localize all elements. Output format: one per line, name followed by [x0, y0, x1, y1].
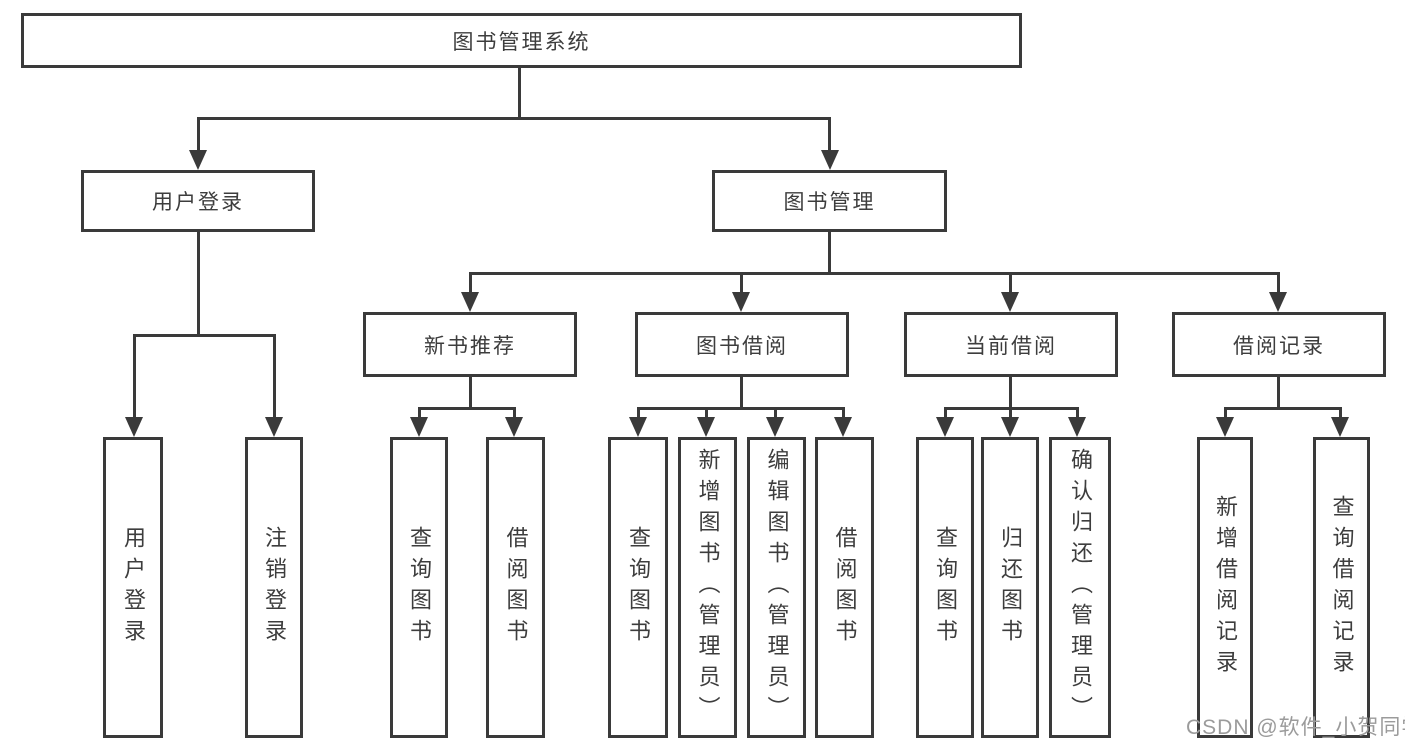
connector-group2-bar	[637, 407, 845, 410]
arrowhead-login-leaf	[125, 417, 143, 437]
connector-drop-login-leaf	[133, 334, 136, 420]
leaf-user-login-label: 用户登录	[121, 525, 146, 650]
leaf-current-query-books-label: 查询图书	[933, 525, 958, 650]
connector-group2-drop2	[705, 407, 708, 421]
connector-drop-current-borrow	[1009, 272, 1012, 294]
node-borrowing-records-label: 借阅记录	[1233, 334, 1325, 358]
connector-drop-book-borrow	[740, 272, 743, 294]
connector-drop-user-login	[197, 117, 200, 153]
arrowhead-group1-leaf1	[410, 417, 428, 437]
node-current-borrowing: 当前借阅	[904, 312, 1118, 377]
leaf-user-login: 用户登录	[103, 437, 163, 738]
leaf-records-add-record-label: 新增借阅记录	[1213, 494, 1238, 681]
leaf-records-query-record: 查询借阅记录	[1313, 437, 1370, 738]
csdn-watermark: CSDN @软件_小贺同学	[1186, 716, 1405, 739]
connector-book-mgmt-stub	[828, 232, 831, 275]
connector-group2-drop3	[774, 407, 777, 421]
connector-group1-drop2	[513, 407, 516, 421]
node-user-login: 用户登录	[81, 170, 315, 232]
leaf-newrec-borrow-books-label: 借阅图书	[503, 525, 529, 650]
arrowhead-group2-leaf1	[629, 417, 647, 437]
arrowhead-group4-leaf1	[1216, 417, 1234, 437]
connector-drop-borrow-records	[1277, 272, 1280, 294]
connector-group3-drop2	[1009, 407, 1012, 421]
connector-group4-stub	[1277, 377, 1280, 409]
connector-group4-bar	[1224, 407, 1342, 410]
arrowhead-book-borrow	[732, 292, 750, 312]
connector-level1	[197, 117, 831, 120]
leaf-current-query-books: 查询图书	[916, 437, 974, 738]
connector-group2-drop1	[637, 407, 640, 421]
connector-group2-stub	[740, 377, 743, 409]
arrowhead-logout-leaf	[265, 417, 283, 437]
node-book-management: 图书管理	[712, 170, 947, 232]
leaf-newrec-query-books-label: 查询图书	[407, 525, 432, 650]
node-root-label: 图书管理系统	[452, 30, 591, 54]
connector-group4-drop2	[1339, 407, 1342, 421]
arrowhead-group3-leaf1	[936, 417, 954, 437]
node-root: 图书管理系统	[21, 13, 1022, 68]
leaf-borrow-edit-books-admin: 编辑图书（管理员）	[747, 437, 806, 738]
leaf-records-add-record: 新增借阅记录	[1197, 437, 1253, 738]
arrowhead-group2-leaf3	[766, 417, 784, 437]
arrowhead-new-book	[461, 292, 479, 312]
arrowhead-group2-leaf4	[834, 417, 852, 437]
connector-group3-drop3	[1076, 407, 1079, 421]
arrowhead-current-borrow	[1001, 292, 1019, 312]
node-book-management-label: 图书管理	[783, 191, 876, 214]
connector-drop-book-mgmt	[828, 117, 831, 153]
leaf-current-return-books-label: 归还图书	[998, 525, 1023, 650]
arrowhead-group1-leaf2	[505, 417, 523, 437]
arrowhead-book-mgmt	[821, 150, 839, 170]
leaf-logout-label: 注销登录	[262, 525, 287, 650]
leaf-borrow-add-books-admin: 新增图书（管理员）	[678, 437, 737, 738]
leaf-newrec-query-books: 查询图书	[390, 437, 448, 738]
connector-drop-logout-leaf	[273, 334, 276, 420]
node-borrowing-records: 借阅记录	[1172, 312, 1386, 377]
connector-group3-drop1	[944, 407, 947, 421]
leaf-current-return-books: 归还图书	[981, 437, 1039, 738]
connector-user-login-stub	[197, 232, 200, 336]
connector-level2-bar	[469, 272, 1279, 275]
leaf-current-confirm-return-admin-label: 确认归还（管理员）	[1068, 448, 1093, 727]
leaf-borrow-borrow-books-label: 借阅图书	[832, 525, 858, 650]
connector-drop-new-book	[469, 272, 472, 294]
leaf-borrow-query-books-label: 查询图书	[626, 525, 651, 650]
connector-user-login-bar	[133, 334, 276, 337]
arrowhead-group3-leaf3	[1068, 417, 1086, 437]
connector-group4-drop1	[1224, 407, 1227, 421]
arrowhead-borrow-records	[1269, 292, 1287, 312]
arrowhead-group4-leaf2	[1331, 417, 1349, 437]
arrowhead-group2-leaf2	[697, 417, 715, 437]
leaf-borrow-edit-books-admin-label: 编辑图书（管理员）	[764, 448, 790, 727]
connector-group1-stub	[469, 377, 472, 409]
connector-group1-drop1	[418, 407, 421, 421]
node-current-borrowing-label: 当前借阅	[965, 334, 1057, 358]
leaf-newrec-borrow-books: 借阅图书	[486, 437, 545, 738]
connector-root-stub	[518, 66, 521, 119]
arrowhead-group3-leaf2	[1001, 417, 1019, 437]
connector-group3-stub	[1009, 377, 1012, 409]
node-book-borrowing-label: 图书借阅	[696, 334, 788, 358]
connector-group1-bar	[418, 407, 516, 410]
node-new-book-recommend: 新书推荐	[363, 312, 577, 377]
arrowhead-user-login	[189, 150, 207, 170]
leaf-logout: 注销登录	[245, 437, 303, 738]
leaf-borrow-borrow-books: 借阅图书	[815, 437, 874, 738]
leaf-records-query-record-label: 查询借阅记录	[1329, 494, 1355, 681]
connector-group2-drop4	[842, 407, 845, 421]
leaf-current-confirm-return-admin: 确认归还（管理员）	[1049, 437, 1111, 738]
node-new-book-recommend-label: 新书推荐	[424, 334, 516, 358]
leaf-borrow-add-books-admin-label: 新增图书（管理员）	[695, 448, 721, 727]
node-book-borrowing: 图书借阅	[635, 312, 849, 377]
leaf-borrow-query-books: 查询图书	[608, 437, 668, 738]
node-user-login-label: 用户登录	[152, 191, 244, 214]
